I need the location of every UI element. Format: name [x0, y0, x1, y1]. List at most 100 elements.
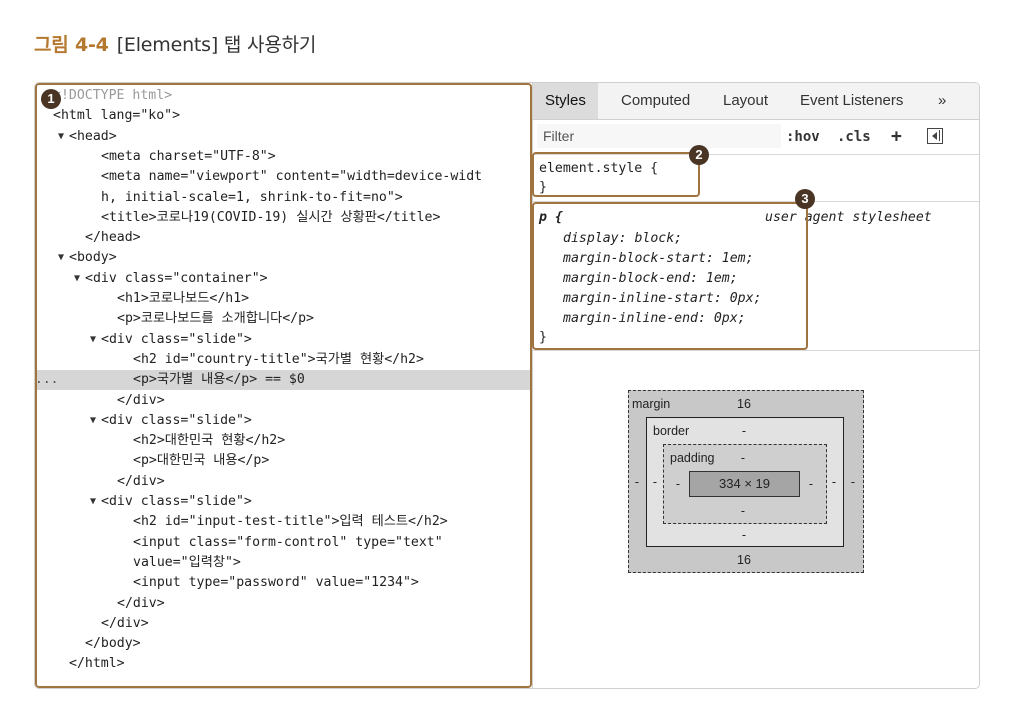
- dom-node-text: </div>: [117, 473, 165, 489]
- dom-node[interactable]: <input class="form-control" type="text": [35, 533, 530, 553]
- dom-node[interactable]: ▼ <div class="container">: [35, 269, 530, 289]
- margin-top-value[interactable]: 16: [737, 397, 751, 411]
- new-rule-button[interactable]: +: [891, 126, 902, 147]
- padding-left-value[interactable]: -: [675, 477, 681, 491]
- border-right-value[interactable]: -: [831, 475, 837, 489]
- styles-tabs-bar: Styles Computed Layout Event Listeners »: [533, 83, 979, 120]
- dom-node-text: </html>: [69, 656, 125, 672]
- tab-layout[interactable]: Layout: [723, 92, 769, 109]
- style-declaration[interactable]: margin-block-start: 1em;: [563, 251, 754, 266]
- dom-node-text: <div class="container">: [85, 270, 268, 286]
- dom-node[interactable]: ▼<body>: [35, 248, 530, 268]
- dom-node-text: <h2 id="country-title">국가별 현황</h2>: [133, 351, 424, 367]
- box-model-padding[interactable]: padding - - - - 334 × 19: [663, 444, 827, 524]
- dom-node-text: <!DOCTYPE html>: [53, 88, 173, 103]
- dom-node-text: <head>: [69, 128, 117, 144]
- dom-node[interactable]: <html lang="ko">: [35, 106, 530, 126]
- dom-node-selected[interactable]: ...<p>국가별 내용</p> == $0: [35, 370, 530, 391]
- expand-arrow-icon[interactable]: ▼: [90, 496, 97, 507]
- box-model-content-size[interactable]: 334 × 19: [689, 471, 800, 497]
- dom-node[interactable]: <h2 id="country-title">국가별 현황</h2>: [35, 350, 530, 370]
- dom-node[interactable]: <h2 id="input-test-title">입력 테스트</h2>: [35, 512, 530, 532]
- padding-top-value[interactable]: -: [740, 451, 746, 465]
- tab-event-listeners[interactable]: Event Listeners: [800, 92, 904, 109]
- border-left-value[interactable]: -: [652, 475, 658, 489]
- dom-node-text: <input type="password" value="1234">: [133, 575, 419, 591]
- dom-node-text: <p>코로나보드를 소개합니다</p>: [117, 311, 314, 327]
- dom-node-text: <div class="slide">: [101, 331, 252, 347]
- cls-button[interactable]: .cls: [837, 129, 871, 145]
- dom-node[interactable]: value="입력창">: [35, 553, 530, 573]
- tab-computed[interactable]: Computed: [621, 92, 691, 109]
- dom-node[interactable]: <p>대한민국 내용</p>: [35, 451, 530, 471]
- style-declaration[interactable]: margin-inline-end: 0px;: [563, 311, 746, 326]
- toggle-sidebar-icon[interactable]: [927, 128, 943, 144]
- node-actions-icon[interactable]: ...: [35, 372, 59, 388]
- callout-badge-1: 1: [41, 89, 61, 109]
- dom-node-text: <div class="slide">: [101, 412, 252, 428]
- expand-arrow-icon[interactable]: ▼: [58, 130, 65, 142]
- expand-arrow-icon[interactable]: ▼: [74, 272, 81, 284]
- dom-node[interactable]: <meta name="viewport" content="width=dev…: [35, 167, 530, 187]
- elements-dom-tree: <!DOCTYPE html> <html lang="ko"> ▼ <head> <m…: [35, 83, 533, 688]
- dom-node[interactable]: <!DOCTYPE html>: [35, 86, 530, 106]
- dom-node-text: </div>: [101, 615, 149, 631]
- dom-node[interactable]: ▼ <div class="slide">: [35, 330, 530, 350]
- dom-node-text: </div>: [117, 392, 165, 408]
- dom-node[interactable]: </div>: [35, 472, 530, 492]
- style-declaration[interactable]: margin-block-end: 1em;: [563, 271, 738, 286]
- style-declaration[interactable]: display: block;: [563, 231, 683, 246]
- dom-node[interactable]: </html>: [35, 654, 530, 674]
- dom-node[interactable]: <title>코로나19(COVID-19) 실시간 상황판</title>: [35, 208, 530, 228]
- dom-node[interactable]: <h1>코로나보드</h1>: [35, 289, 530, 309]
- dom-node[interactable]: </div>: [35, 614, 530, 634]
- margin-left-value[interactable]: -: [634, 475, 640, 489]
- border-bottom-value[interactable]: -: [741, 528, 747, 542]
- dom-node-text: value="입력창">: [133, 554, 241, 570]
- dom-node[interactable]: ▼ <head>: [35, 127, 530, 147]
- expand-arrow-icon[interactable]: ▼: [90, 333, 97, 345]
- dom-node-text: <div class="slide">: [101, 494, 252, 509]
- more-tabs-icon[interactable]: »: [938, 92, 947, 109]
- margin-bottom-value[interactable]: 16: [737, 553, 751, 567]
- dom-node-text: <h2>대한민국 현황</h2>: [133, 433, 286, 449]
- figure-caption: 그림 4-4 [Elements] 탭 사용하기: [34, 30, 316, 57]
- dom-node[interactable]: <p>코로나보드를 소개합니다</p>: [35, 309, 530, 329]
- dom-node[interactable]: <h2>대한민국 현황</h2>: [35, 431, 530, 451]
- hov-button[interactable]: :hov: [786, 129, 820, 145]
- padding-right-value[interactable]: -: [808, 477, 814, 491]
- dom-node[interactable]: ▼ <div class="slide">: [35, 411, 530, 431]
- style-declaration[interactable]: margin-inline-start: 0px;: [563, 291, 762, 306]
- rule-source: user agent stylesheet: [765, 210, 932, 225]
- dom-node-text: <h2 id="input-test-title">입력 테스트</h2>: [133, 514, 448, 530]
- box-model-margin[interactable]: margin 16 16 - - border - - - - padding …: [628, 390, 864, 573]
- rule-divider: [533, 201, 979, 202]
- border-top-value[interactable]: -: [741, 424, 747, 438]
- element-style-selector[interactable]: element.style {: [539, 161, 659, 176]
- margin-right-value[interactable]: -: [850, 475, 856, 489]
- padding-bottom-value[interactable]: -: [740, 504, 746, 518]
- dom-node[interactable]: <input type="password" value="1234">: [35, 573, 530, 593]
- dom-node-text: <input class="form-control" type="text": [133, 534, 443, 550]
- dom-node[interactable]: ▼ <div class="slide">: [35, 492, 530, 512]
- dom-node[interactable]: </div>: [35, 391, 530, 411]
- filter-input[interactable]: [537, 124, 781, 148]
- dom-node[interactable]: </div>: [35, 594, 530, 614]
- devtools-window: <!DOCTYPE html> <html lang="ko"> ▼ <head> <m…: [34, 82, 980, 689]
- figure-title: [Elements] 탭 사용하기: [116, 34, 317, 56]
- expand-arrow-icon[interactable]: ▼: [90, 414, 97, 426]
- dom-node[interactable]: h, initial-scale=1, shrink-to-fit=no">: [35, 188, 530, 208]
- dom-node-text: </div>: [117, 595, 165, 611]
- tab-styles[interactable]: Styles: [533, 83, 598, 119]
- padding-label: padding: [670, 451, 715, 465]
- dom-node-text: </body>: [85, 636, 141, 652]
- dom-node-text: </head>: [85, 230, 141, 246]
- figure-number: 그림 4-4: [34, 34, 109, 56]
- dom-node[interactable]: <meta charset="UTF-8">: [35, 147, 530, 167]
- expand-arrow-icon[interactable]: ▼: [58, 252, 65, 264]
- rule-close: }: [539, 330, 547, 345]
- box-model-border[interactable]: border - - - - padding - - - - 334 × 19: [646, 417, 844, 547]
- dom-node[interactable]: </body>: [35, 634, 530, 654]
- dom-node[interactable]: </head>: [35, 228, 530, 248]
- rule-selector[interactable]: p {: [539, 210, 563, 225]
